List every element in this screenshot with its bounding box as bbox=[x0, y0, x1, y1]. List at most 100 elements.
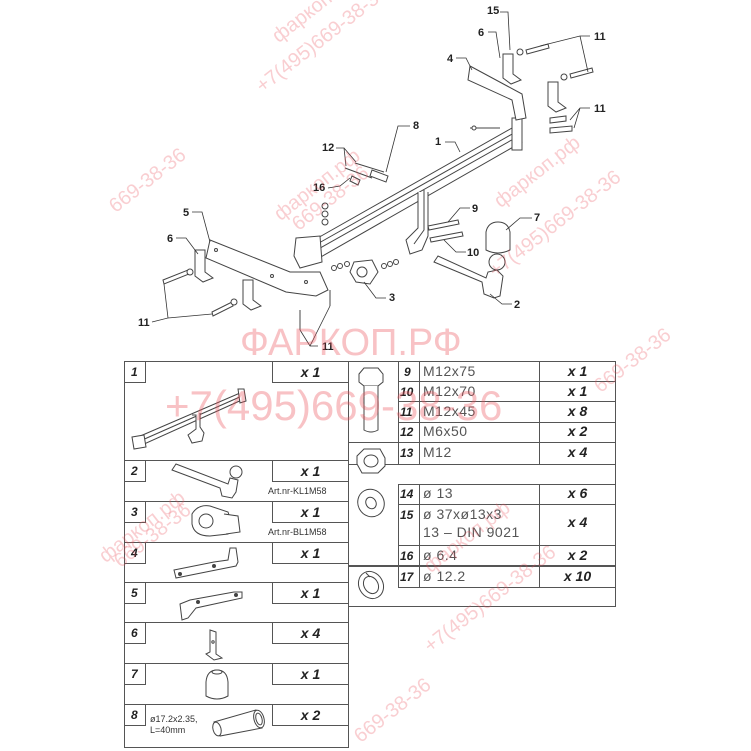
part-number-box bbox=[124, 501, 146, 523]
spring-washer-spec: ø 12.2 bbox=[423, 568, 466, 584]
bolt-spec: M6x50 bbox=[423, 423, 468, 439]
qty-box bbox=[272, 663, 349, 685]
col-divider bbox=[398, 484, 399, 588]
col-divider bbox=[419, 361, 420, 464]
callout-8: 8 bbox=[413, 120, 420, 132]
article-number: Art.nr-BL1M58 bbox=[268, 527, 327, 537]
row-divider bbox=[398, 401, 616, 402]
callout-2: 2 bbox=[514, 299, 521, 311]
part-qty: x 1 bbox=[300, 666, 321, 682]
callout-3: 3 bbox=[389, 292, 396, 304]
callout-11: 11 bbox=[594, 103, 606, 115]
part-number: 16 bbox=[400, 549, 414, 563]
washer-spec: ø 37xø13x3 bbox=[423, 506, 502, 522]
row-divider bbox=[398, 422, 616, 423]
callout-16: 16 bbox=[313, 182, 326, 194]
callout-15: 15 bbox=[487, 5, 500, 17]
spacer-dimensions: ø17.2x2.35, bbox=[150, 714, 198, 724]
part-number: 7 bbox=[131, 667, 138, 681]
col-divider bbox=[398, 361, 399, 464]
callout-12: 12 bbox=[322, 142, 335, 154]
part-number: 8 bbox=[131, 708, 138, 722]
part-qty: x 1 bbox=[300, 545, 321, 561]
callout-1: 1 bbox=[435, 136, 442, 148]
towbar-beam-icon bbox=[131, 388, 247, 450]
towbar-exploded-drawing bbox=[151, 11, 594, 347]
row-divider bbox=[124, 460, 349, 461]
flat-washer-icon bbox=[357, 488, 385, 518]
row-divider bbox=[398, 484, 616, 485]
spring-washer-icon bbox=[357, 570, 385, 600]
washer-spec: ø 13 bbox=[423, 485, 454, 501]
nut-spec: M12 bbox=[423, 444, 452, 460]
callout-10: 10 bbox=[467, 247, 480, 259]
nut-icon bbox=[356, 448, 386, 474]
bracket-left-icon bbox=[179, 591, 243, 621]
ball-cover-icon bbox=[205, 669, 229, 700]
callout-6: 6 bbox=[167, 233, 174, 245]
row-divider bbox=[398, 381, 616, 382]
qty-box bbox=[272, 704, 349, 726]
callout-11: 11 bbox=[594, 31, 606, 43]
callout-9: 9 bbox=[472, 203, 479, 215]
part-qty: x 6 bbox=[567, 485, 588, 501]
bolt-spec: M12x70 bbox=[423, 383, 476, 399]
part-number-box bbox=[124, 663, 146, 685]
callout-11: 11 bbox=[138, 317, 150, 329]
part-number: 12 bbox=[400, 425, 414, 439]
bolt-spec: M12x45 bbox=[423, 403, 476, 419]
part-qty: x 4 bbox=[300, 625, 321, 641]
col-divider bbox=[419, 484, 420, 588]
socket-plate-icon bbox=[191, 505, 241, 537]
callout-4: 4 bbox=[447, 53, 454, 65]
part-number: 9 bbox=[404, 365, 411, 379]
row-divider bbox=[398, 504, 616, 505]
callout-5: 5 bbox=[183, 207, 190, 219]
callout-7: 7 bbox=[534, 212, 541, 224]
part-qty: x 2 bbox=[567, 423, 588, 439]
col-divider bbox=[539, 361, 540, 464]
bolt-spec: M12x75 bbox=[423, 363, 476, 379]
part-qty: x 4 bbox=[567, 444, 588, 460]
group-divider bbox=[348, 565, 616, 567]
part-number: 13 bbox=[400, 446, 414, 460]
part-number: 11 bbox=[400, 405, 413, 419]
part-qty: x 1 bbox=[567, 383, 588, 399]
row-divider bbox=[124, 704, 349, 705]
spacer-length: L=40mm bbox=[150, 725, 186, 735]
part-number: 5 bbox=[131, 586, 138, 600]
part-number: 3 bbox=[131, 505, 138, 519]
group-divider bbox=[348, 442, 616, 443]
callout-11: 11 bbox=[322, 341, 334, 353]
part-number: 15 bbox=[400, 508, 414, 522]
row-divider bbox=[124, 582, 349, 583]
row-divider bbox=[398, 545, 616, 546]
qty-box bbox=[272, 622, 349, 644]
part-number-box bbox=[124, 542, 146, 564]
part-number-box bbox=[124, 704, 146, 726]
washer-standard: 13 – DIN 9021 bbox=[423, 524, 520, 540]
row-divider bbox=[124, 501, 349, 502]
part-number-box bbox=[124, 361, 146, 383]
part-number: 1 bbox=[131, 365, 138, 379]
part-number: 4 bbox=[131, 546, 138, 560]
part-qty: x 1 bbox=[300, 585, 321, 601]
part-qty: x 1 bbox=[300, 364, 321, 380]
callout-6: 6 bbox=[478, 27, 485, 39]
row-divider bbox=[124, 663, 349, 664]
part-qty: x 8 bbox=[567, 403, 588, 419]
row-divider bbox=[398, 587, 616, 588]
part-number: 14 bbox=[400, 487, 414, 501]
part-number-box bbox=[124, 582, 146, 604]
col-divider bbox=[539, 484, 540, 588]
bolt-icon bbox=[358, 367, 384, 433]
tow-ball-icon bbox=[171, 463, 243, 499]
article-number: Art.nr-KL1M58 bbox=[268, 486, 327, 496]
part-qty: x 2 bbox=[300, 707, 321, 723]
part-number: 17 bbox=[400, 570, 414, 584]
angle-bracket-icon bbox=[205, 629, 224, 661]
part-number: 10 bbox=[400, 385, 414, 399]
exploded-assembly-diagram: 15 6 11 4 11 1 8 12 16 9 7 5 6 10 3 2 11… bbox=[0, 0, 751, 360]
row-divider bbox=[124, 542, 349, 543]
part-qty: x 4 bbox=[567, 514, 588, 530]
